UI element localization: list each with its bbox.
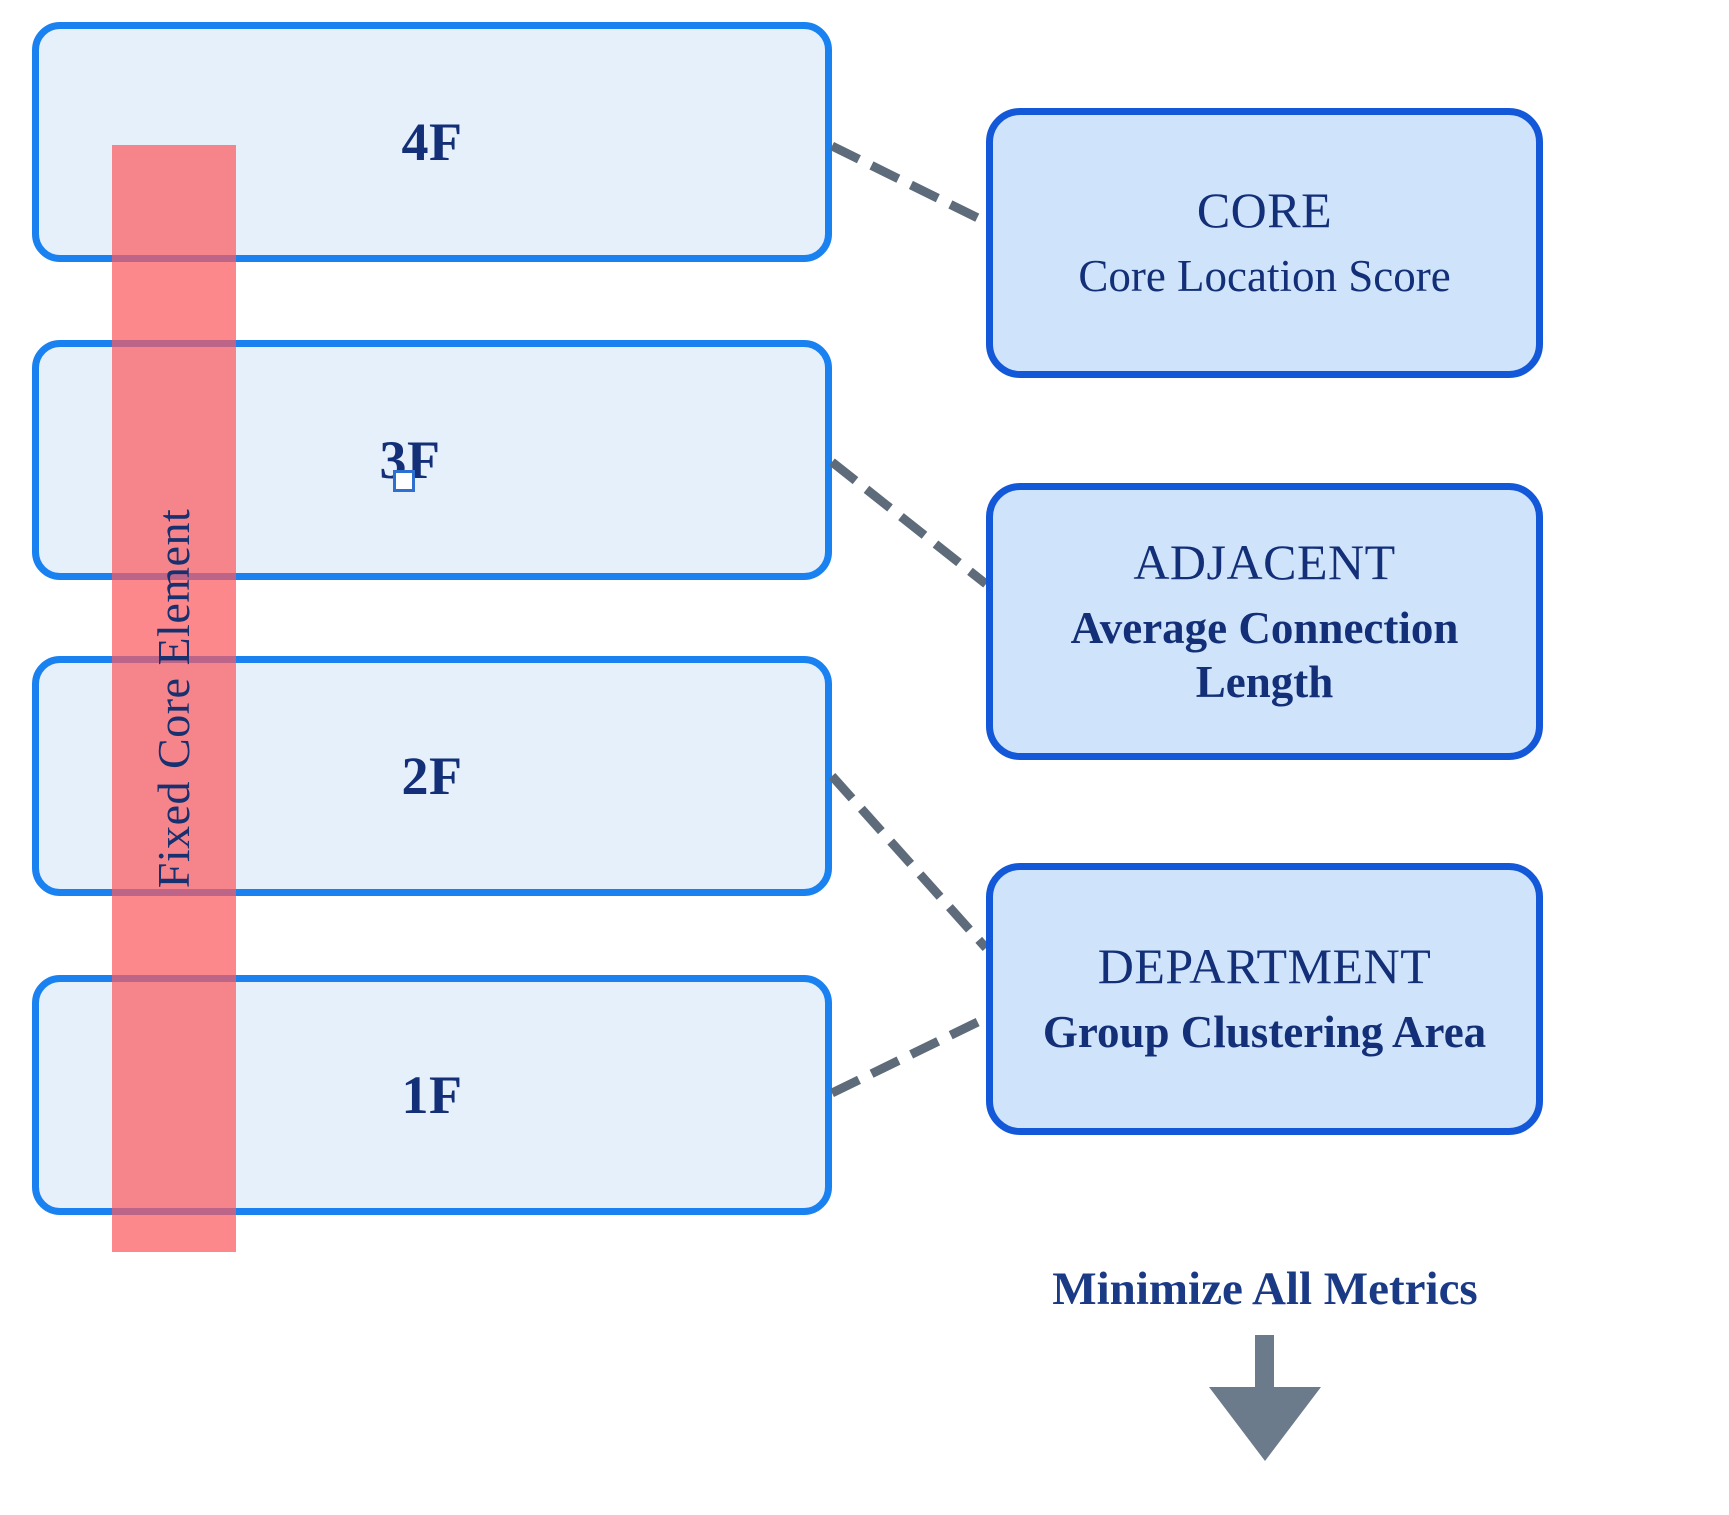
fixed-core-band[interactable]: Fixed Core Element: [112, 145, 236, 1252]
floor-label-1f: 1F: [401, 1065, 463, 1125]
connector-3f-to-adjacent: [829, 458, 989, 588]
footer-note: Minimize All Metrics: [1052, 1263, 1478, 1315]
connector-4f-to-core: [830, 141, 988, 227]
fixed-core-band-label: Fixed Core Element: [148, 508, 200, 889]
floor-label-2f: 2F: [401, 746, 463, 806]
floor-label-4f: 4F: [401, 112, 463, 172]
metric-title-adjacent: ADJACENT: [1133, 534, 1396, 591]
metric-subtitle-adjacent: Average Connection Length: [1070, 603, 1459, 707]
artifact-square: [393, 470, 415, 492]
metric-subtitle-core: Core Location Score: [1078, 251, 1451, 302]
connector-1f-to-department: [830, 1013, 988, 1098]
metric-title-core: CORE: [1196, 182, 1333, 239]
metric-card-adjacent[interactable]: ADJACENT Average Connection Length: [986, 483, 1543, 760]
metric-card-department[interactable]: DEPARTMENT Group Clustering Area: [986, 863, 1543, 1135]
arrow-down-icon: [1209, 1335, 1321, 1461]
metric-card-core[interactable]: CORE Core Location Score: [986, 108, 1543, 378]
connector-2f-to-department: [828, 772, 990, 952]
metric-subtitle-department: Group Clustering Area: [1042, 1007, 1487, 1058]
metric-title-department: DEPARTMENT: [1097, 938, 1432, 995]
